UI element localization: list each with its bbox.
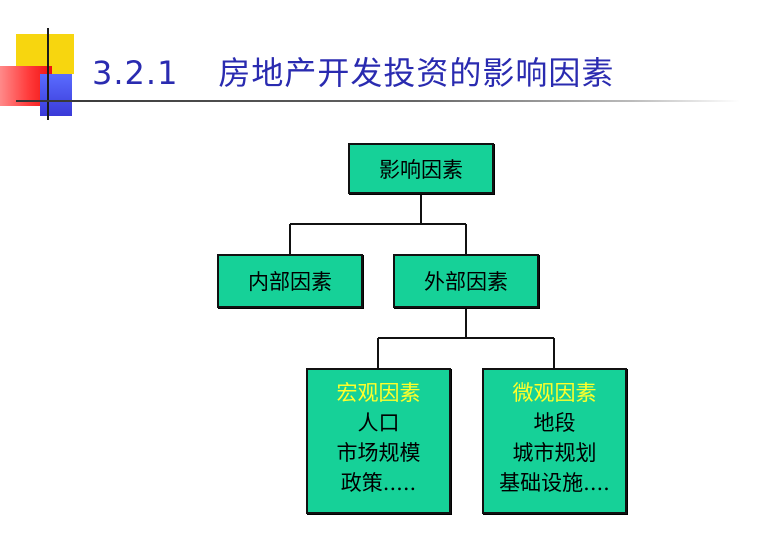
node-micro-item: 地段	[533, 411, 576, 435]
node-micro-item: 城市规划	[512, 441, 597, 465]
node-micro-item: 基础设施....	[499, 471, 610, 495]
decor-vertical-rule	[47, 28, 49, 120]
slide-title-text: 房地产开发投资的影响因素	[218, 54, 615, 92]
node-external: 外部因素	[393, 254, 539, 308]
node-internal: 内部因素	[217, 254, 363, 308]
node-micro: 微观因素 地段 城市规划 基础设施....	[482, 368, 627, 514]
node-macro-item: 市场规模	[336, 441, 421, 465]
title-underline	[16, 100, 740, 102]
node-macro-item: 人口	[357, 411, 400, 435]
node-external-label: 外部因素	[424, 270, 508, 294]
node-internal-label: 内部因素	[248, 270, 332, 294]
node-macro-item: 政策.....	[340, 471, 417, 495]
node-macro: 宏观因素 人口 市场规模 政策.....	[306, 368, 451, 514]
node-root-label: 影响因素	[379, 157, 463, 182]
slide-title: 3.2.1 房地产开发投资的影响因素	[92, 48, 614, 94]
node-root: 影响因素	[348, 143, 494, 194]
node-macro-heading: 宏观因素	[336, 381, 421, 405]
decor-blue-square	[40, 74, 72, 116]
node-micro-heading: 微观因素	[512, 381, 597, 405]
slide-title-number: 3.2.1	[92, 54, 179, 92]
